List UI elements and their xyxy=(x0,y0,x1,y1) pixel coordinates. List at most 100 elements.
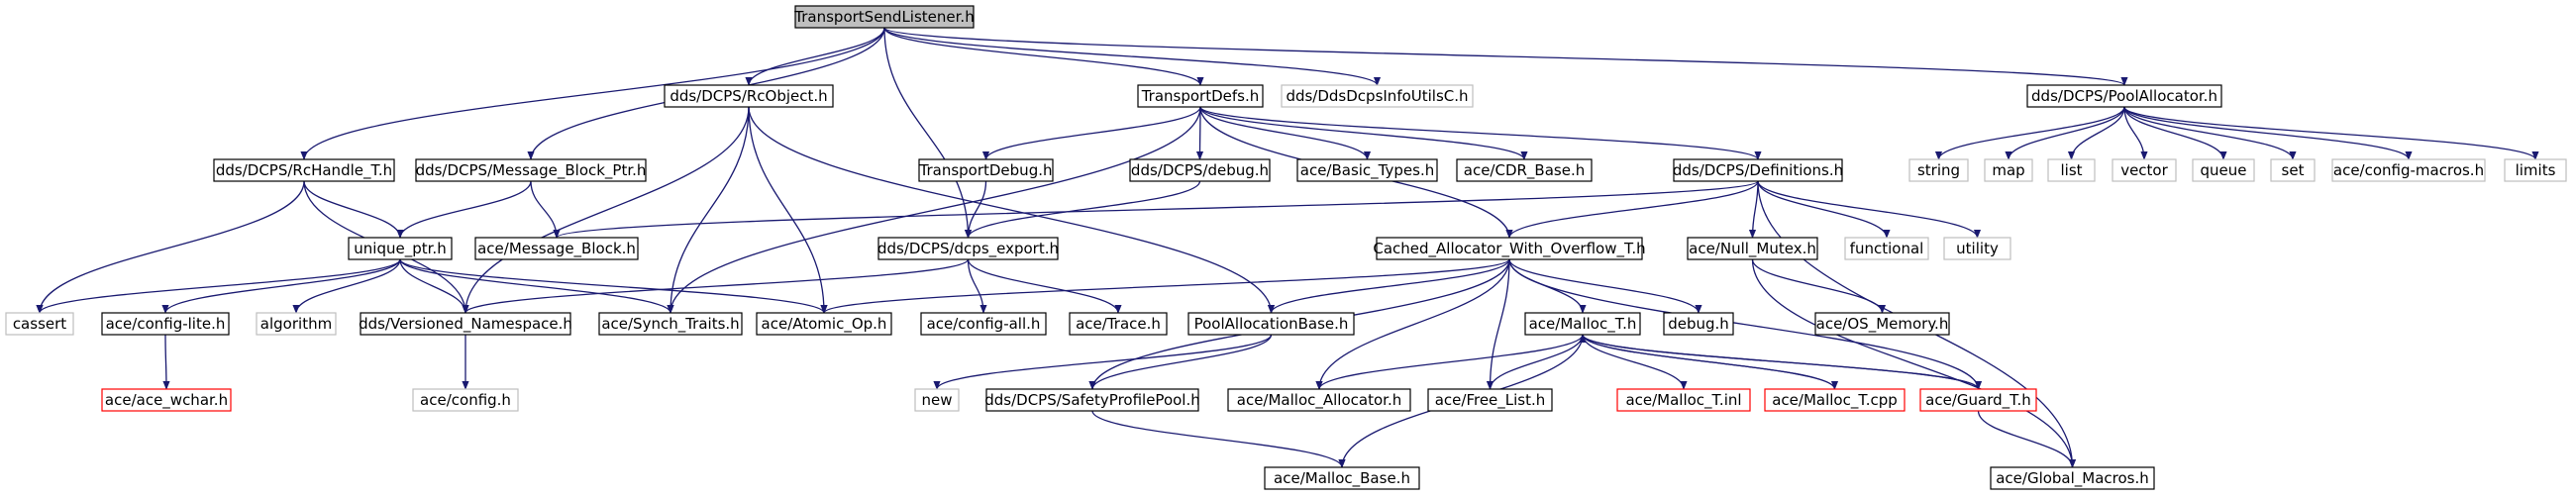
edge-dcpsexport-to-trace xyxy=(967,258,1122,314)
edge-definitions-to-cachedalloc xyxy=(1505,180,1759,239)
edge-guardt-to-malloct xyxy=(1579,334,1980,390)
node-uniqueptr[interactable]: unique_ptr.h xyxy=(348,237,453,260)
node-label-limits: limits xyxy=(2516,161,2556,179)
node-cdrbase[interactable]: ace/CDR_Base.h xyxy=(1456,158,1593,182)
node-ddsdebug[interactable]: dds/DCPS/debug.h xyxy=(1129,158,1271,182)
node-limits: limits xyxy=(2504,158,2567,182)
node-cachedalloc[interactable]: Cached_Allocator_With_Overflow_T.h xyxy=(1373,237,1646,260)
node-mallocbase[interactable]: ace/Malloc_Base.h xyxy=(1264,466,1420,490)
node-synchtraits[interactable]: ace/Synch_Traits.h xyxy=(598,312,743,336)
node-label-configall: ace/config-all.h xyxy=(927,315,1041,333)
edge-root-to-ddsinfoutils xyxy=(883,27,1381,86)
node-versionedns[interactable]: dds/Versioned_Namespace.h xyxy=(359,312,572,336)
node-label-dcpsexport: dds/DCPS/dcps_export.h xyxy=(877,240,1059,258)
edge-nullmutex-to-osmemory xyxy=(1751,258,1887,314)
node-guardt[interactable]: ace/Guard_T.h xyxy=(1919,388,2037,412)
edge-poolallocbase-to-safetypool xyxy=(1088,334,1273,390)
edge-transportdefs-to-transportdebug xyxy=(981,106,1201,160)
node-root: TransportSendListener.h xyxy=(793,5,975,29)
edge-definitions-to-nullmutex xyxy=(1748,180,1759,239)
node-basictypes[interactable]: ace/Basic_Types.h xyxy=(1296,158,1438,182)
node-safetypool[interactable]: dds/DCPS/SafetyProfilePool.h xyxy=(984,388,1200,412)
node-box-globalmacros xyxy=(1990,466,2155,490)
node-label-list: list xyxy=(2060,161,2082,179)
node-box-algorithm xyxy=(256,312,337,336)
node-box-new xyxy=(914,388,960,412)
edge-poolalloc-to-set xyxy=(2123,106,2297,160)
node-poolalloc[interactable]: dds/DCPS/PoolAllocator.h xyxy=(2026,84,2222,108)
edge-poolalloc-to-vector xyxy=(2123,106,2148,160)
node-box-ddsinfoutils xyxy=(1281,84,1474,108)
edge-transportdefs-to-basictypes xyxy=(1199,106,1372,160)
node-label-trace: ace/Trace.h xyxy=(1076,315,1161,333)
node-box-functional xyxy=(1844,237,1929,260)
node-poolallocbase[interactable]: PoolAllocationBase.h xyxy=(1187,312,1355,336)
node-label-uniqueptr: unique_ptr.h xyxy=(354,240,446,258)
node-label-root: TransportSendListener.h xyxy=(793,8,974,26)
edge-layer xyxy=(36,27,2539,468)
edge-poolalloc-to-configmacros xyxy=(2123,106,2413,160)
node-label-mallocalloc: ace/Malloc_Allocator.h xyxy=(1237,391,1401,410)
edge-cachedalloc-to-poolallocbase xyxy=(1267,258,1510,314)
node-freelist[interactable]: ace/Free_List.h xyxy=(1427,388,1553,412)
node-nullmutex[interactable]: ace/Null_Mutex.h xyxy=(1687,237,1818,260)
node-configmacros: ace/config-macros.h xyxy=(2331,158,2486,182)
node-acewchar[interactable]: ace/ace_wchar.h xyxy=(101,388,232,412)
edge-definitions-to-utility xyxy=(1757,180,1982,239)
node-label-algorithm: algorithm xyxy=(260,315,332,333)
node-box-uniqueptr xyxy=(348,237,453,260)
node-box-set xyxy=(2270,158,2316,182)
node-queue: queue xyxy=(2192,158,2255,182)
edge-malloct-to-malloctinl xyxy=(1582,334,1688,390)
node-configlite[interactable]: ace/config-lite.h xyxy=(101,312,230,336)
node-globalmacros[interactable]: ace/Global_Macros.h xyxy=(1990,466,2155,490)
node-malloct[interactable]: ace/Malloc_T.h xyxy=(1524,312,1641,336)
node-box-string xyxy=(1908,158,1969,182)
node-box-msgblock xyxy=(474,237,639,260)
node-osmemory[interactable]: ace/OS_Memory.h xyxy=(1814,312,1950,336)
node-label-cachedalloc: Cached_Allocator_With_Overflow_T.h xyxy=(1373,240,1645,258)
edge-poolalloc-to-list xyxy=(2067,106,2125,160)
node-label-transportdebug: TransportDebug.h xyxy=(919,161,1053,179)
node-debugh[interactable]: debug.h xyxy=(1663,312,1734,336)
node-box-rcobject xyxy=(664,84,834,108)
node-rchandle[interactable]: dds/DCPS/RcHandle_T.h xyxy=(213,158,395,182)
node-box-poolallocbase xyxy=(1187,312,1355,336)
node-dcpsexport[interactable]: dds/DCPS/dcps_export.h xyxy=(877,237,1059,260)
edge-root-to-transportdefs xyxy=(883,27,1204,86)
node-label-vector: vector xyxy=(2120,161,2168,179)
node-label-msgblockptr: dds/DCPS/Message_Block_Ptr.h xyxy=(416,161,647,180)
node-box-poolalloc xyxy=(2026,84,2222,108)
node-configall[interactable]: ace/config-all.h xyxy=(920,312,1047,336)
node-msgblock[interactable]: ace/Message_Block.h xyxy=(474,237,639,260)
edge-guardt-to-globalmacros xyxy=(1977,410,2077,468)
node-mallocalloc[interactable]: ace/Malloc_Allocator.h xyxy=(1227,388,1411,412)
node-transportdefs[interactable]: TransportDefs.h xyxy=(1137,84,1264,108)
node-malloctcpp[interactable]: ace/Malloc_T.cpp xyxy=(1764,388,1906,412)
edge-malloctcpp-to-malloct xyxy=(1579,334,1836,390)
edge-configlite-to-acewchar xyxy=(162,334,170,390)
edge-cachedalloc-to-debugh xyxy=(1508,258,1702,314)
node-label-malloct: ace/Malloc_T.h xyxy=(1529,315,1637,334)
edge-malloct-to-freelist xyxy=(1486,334,1584,390)
node-atomicop[interactable]: ace/Atomic_Op.h xyxy=(756,312,892,336)
node-malloctinl[interactable]: ace/Malloc_T.inl xyxy=(1616,388,1751,412)
node-definitions[interactable]: dds/DCPS/Definitions.h xyxy=(1673,158,1843,182)
node-box-configmacros xyxy=(2331,158,2486,182)
node-label-definitions: dds/DCPS/Definitions.h xyxy=(1673,161,1843,179)
edge-uniqueptr-to-synchtraits xyxy=(399,258,674,314)
edge-cachedalloc-to-guardt xyxy=(1508,258,1983,390)
edge-malloct-to-mallocalloc xyxy=(1315,334,1584,390)
node-msgblockptr[interactable]: dds/DCPS/Message_Block_Ptr.h xyxy=(415,158,647,182)
edge-msgblockptr-to-uniqueptr xyxy=(396,180,532,239)
node-transportdebug[interactable]: TransportDebug.h xyxy=(918,158,1054,182)
node-trace[interactable]: ace/Trace.h xyxy=(1069,312,1168,336)
node-box-transportdefs xyxy=(1137,84,1264,108)
node-box-configall xyxy=(920,312,1047,336)
node-label-utility: utility xyxy=(1956,240,1999,257)
node-box-cachedalloc xyxy=(1376,237,1643,260)
node-rcobject[interactable]: dds/DCPS/RcObject.h xyxy=(664,84,834,108)
node-box-map xyxy=(1984,158,2033,182)
node-label-rchandle: dds/DCPS/RcHandle_T.h xyxy=(216,161,392,180)
